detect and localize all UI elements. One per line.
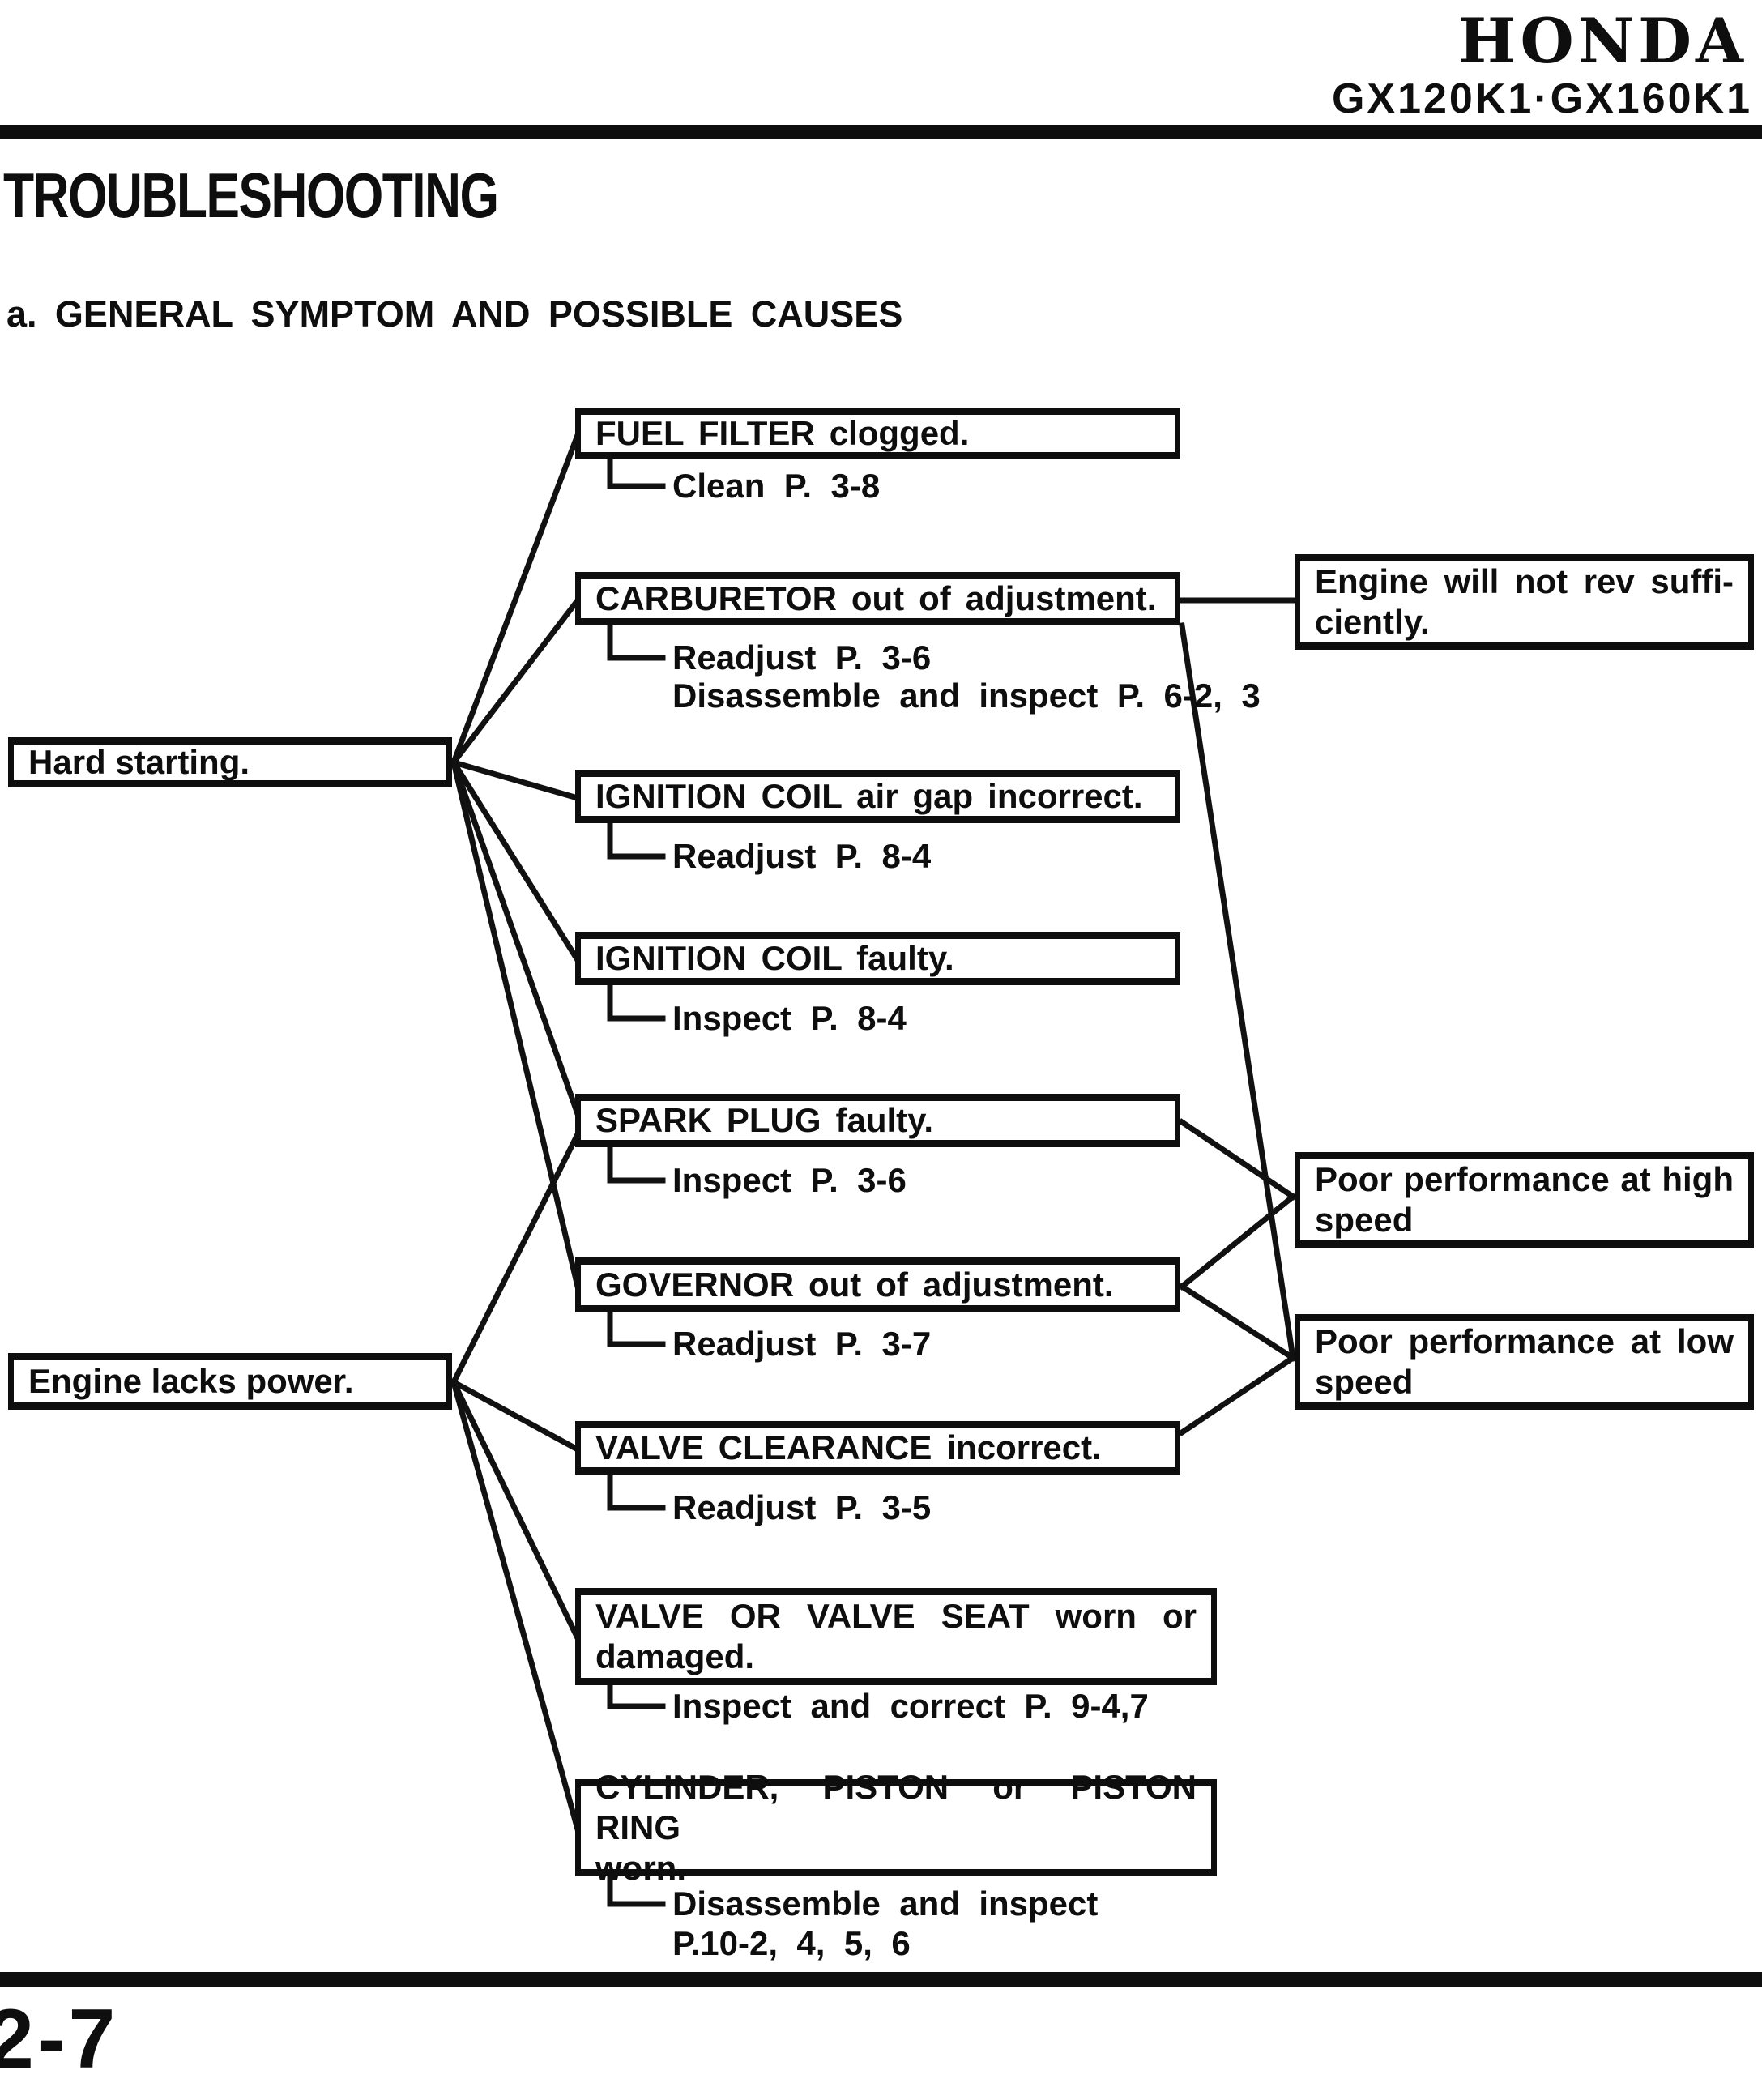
brand-logo: HONDA	[1457, 5, 1747, 77]
cause-box-ignition-coil-air-gap: IGNITION COIL air gap incorrect.	[575, 770, 1180, 823]
remedy-elbow	[607, 1468, 666, 1511]
remedy-text: Readjust P. 3-6	[672, 638, 932, 677]
remedy-text: Readjust P. 3-5	[672, 1488, 932, 1526]
remedy-elbow	[607, 619, 666, 661]
cause-title: IGNITION COIL air gap incorrect.	[595, 777, 1143, 815]
footer-rule	[0, 1972, 1762, 1987]
header-rule	[0, 125, 1762, 139]
cause-title: IGNITION COIL faulty.	[595, 939, 954, 977]
connector-line	[1179, 622, 1296, 1361]
connector-line	[450, 758, 582, 964]
connector-line	[1178, 1283, 1297, 1362]
cause-title-line1: VALVE OR VALVE SEAT worn or	[595, 1597, 1197, 1635]
cause-title-line2: damaged.	[595, 1637, 755, 1675]
cause-box-valve-or-valve-seat: VALVE OR VALVE SEAT worn or damaged.	[575, 1588, 1217, 1685]
outcome-line1: Poor performance at low	[1315, 1322, 1734, 1360]
remedy-elbow	[607, 979, 666, 1022]
connector-line	[450, 596, 582, 766]
cause-title: SPARK PLUG faulty.	[595, 1101, 934, 1139]
remedy-text: Readjust P. 8-4	[672, 837, 932, 875]
remedy-text: Readjust P. 3-7	[672, 1325, 932, 1363]
remedy-text: Inspect and correct P. 9-4,7	[672, 1687, 1149, 1725]
remedy-elbow	[607, 1306, 666, 1347]
outcome-box-poor-performance-low-speed: Poor performance at low speed	[1295, 1314, 1754, 1410]
connector-line	[450, 1378, 582, 1453]
remedy-elbow	[607, 1141, 666, 1184]
connector-line	[1178, 1118, 1297, 1201]
cause-title: GOVERNOR out of adjustment.	[595, 1266, 1114, 1304]
connector-line	[450, 758, 582, 1291]
outcome-line1: Engine will not rev suffi-	[1315, 562, 1734, 600]
symptom-box-hard-starting: Hard starting.	[8, 737, 452, 788]
cause-box-governor: GOVERNOR out of adjustment.	[575, 1257, 1180, 1312]
page-title: TROUBLESHOOTING	[3, 160, 499, 231]
connector-line	[450, 431, 582, 766]
symptom-box-engine-lacks-power: Engine lacks power.	[8, 1353, 452, 1410]
remedy-text: Clean P. 3-8	[672, 467, 881, 505]
page-number: 2-7	[0, 1992, 119, 2086]
cause-box-carburetor: CARBURETOR out of adjustment.	[575, 572, 1180, 625]
cause-title: CARBURETOR out of adjustment.	[595, 579, 1157, 617]
cause-box-fuel-filter: FUEL FILTER clogged.	[575, 408, 1180, 459]
remedy-elbow	[607, 1679, 666, 1709]
cause-title: VALVE CLEARANCE incorrect.	[595, 1428, 1102, 1466]
cause-box-ignition-coil-faulty: IGNITION COIL faulty.	[575, 932, 1180, 985]
cause-title-line2: worn.	[595, 1849, 686, 1887]
connector-line	[1178, 1193, 1297, 1291]
connector-line	[450, 758, 582, 802]
outcome-line2: speed	[1315, 1363, 1414, 1401]
remedy-elbow	[607, 451, 666, 489]
symptom-label: Engine lacks power.	[28, 1362, 354, 1400]
outcome-line1: Poor performance at high	[1315, 1160, 1734, 1198]
outcome-line2: speed	[1315, 1201, 1414, 1239]
remedy-text: Inspect P. 8-4	[672, 999, 907, 1037]
outcome-line2: ciently.	[1315, 603, 1430, 641]
cause-title: FUEL FILTER clogged.	[595, 414, 970, 452]
outcome-box-engine-will-not-rev: Engine will not rev suffi- ciently.	[1295, 554, 1754, 650]
cause-box-valve-clearance: VALVE CLEARANCE incorrect.	[575, 1421, 1180, 1475]
connector-line	[450, 758, 582, 1118]
remedy-text: P.10-2, 4, 5, 6	[672, 1924, 911, 1962]
connector-line	[1178, 1354, 1297, 1436]
outcome-box-poor-performance-high-speed: Poor performance at high speed	[1295, 1152, 1754, 1248]
remedy-elbow	[607, 1870, 666, 1907]
connector-line	[450, 1130, 582, 1386]
model-code: GX120K1·GX160K1	[1331, 75, 1752, 122]
connector-line	[450, 1378, 582, 1642]
cause-title-line1: CYLINDER, PISTON or PISTON RING	[595, 1768, 1197, 1846]
section-heading: a. GENERAL SYMPTOM AND POSSIBLE CAUSES	[6, 293, 903, 335]
remedy-text: Inspect P. 3-6	[672, 1161, 907, 1199]
cause-box-cylinder-piston-ring: CYLINDER, PISTON or PISTON RING worn.	[575, 1768, 1217, 1887]
remedy-text: Disassemble and inspect	[672, 1884, 1099, 1923]
connector-line	[450, 1378, 582, 1833]
symptom-label: Hard starting.	[28, 743, 250, 781]
remedy-text: Disassemble and inspect P. 6-2, 3	[672, 677, 1261, 715]
remedy-elbow	[607, 817, 666, 860]
cause-box-spark-plug: SPARK PLUG faulty.	[575, 1094, 1180, 1147]
